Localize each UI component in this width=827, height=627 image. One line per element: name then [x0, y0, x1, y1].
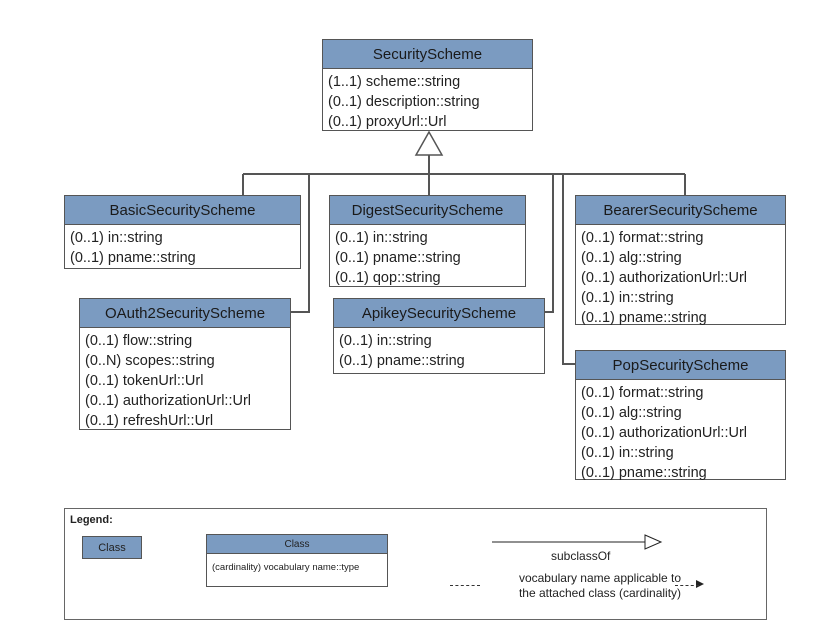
legend-full-class: Class (cardinality) vocabulary name::typ…	[206, 534, 388, 587]
class-name: BasicSecurityScheme	[65, 196, 300, 225]
class-apikey-security-scheme: ApikeySecurityScheme (0..1) in::string (…	[333, 298, 545, 374]
attribute: (1..1) scheme::string	[328, 74, 461, 90]
class-name: ApikeySecurityScheme	[334, 299, 544, 328]
legend-title: Legend:	[70, 514, 113, 526]
attribute: (0..1) pname::string	[335, 250, 461, 266]
attribute: (0..1) authorizationUrl::Url	[581, 425, 747, 441]
attribute: (0..1) flow::string	[85, 333, 193, 349]
class-attributes: (0..1) flow::string (0..N) scopes::strin…	[80, 328, 290, 433]
legend-subclass-arrowhead	[644, 534, 663, 550]
class-bearer-security-scheme: BearerSecurityScheme (0..1) format::stri…	[575, 195, 786, 326]
legend-full-class-attribute: (cardinality) vocabulary name::type	[212, 562, 360, 573]
attribute: (0..1) refreshUrl::Url	[85, 413, 214, 429]
legend-dashed-line-left	[450, 585, 480, 586]
class-name: BearerSecurityScheme	[576, 196, 785, 225]
class-attributes: (0..1) format::string (0..1) alg::string…	[576, 380, 785, 485]
attribute: (0..1) pname::string	[581, 465, 707, 481]
class-oauth2-security-scheme: OAuth2SecurityScheme (0..1) flow::string…	[79, 298, 291, 430]
apikey-connector	[545, 174, 554, 313]
attribute: (0..1) in::string	[335, 230, 428, 246]
pop-connector	[562, 174, 575, 365]
class-attributes: (0..1) in::string (0..1) pname::string	[65, 225, 300, 270]
legend-vocab-text: vocabulary name applicable to the attach…	[485, 571, 715, 601]
attribute: (0..1) in::string	[581, 290, 674, 306]
class-basic-security-scheme: BasicSecurityScheme (0..1) in::string (0…	[64, 195, 301, 269]
attribute: (0..1) in::string	[339, 333, 432, 349]
class-attributes: (0..1) format::string (0..1) alg::string…	[576, 225, 785, 330]
attribute: (0..1) pname::string	[70, 250, 196, 266]
legend-subclass-label: subclassOf	[551, 549, 611, 563]
attribute: (0..1) proxyUrl::Url	[328, 114, 447, 130]
attribute: (0..1) alg::string	[581, 405, 682, 421]
attribute: (0..1) alg::string	[581, 250, 682, 266]
attribute: (0..1) pname::string	[339, 353, 465, 369]
generalization-triangle	[414, 130, 444, 156]
class-name: DigestSecurityScheme	[330, 196, 525, 225]
legend-full-class-name: Class	[207, 535, 387, 554]
attribute: (0..1) qop::string	[335, 270, 441, 286]
class-attributes: (1..1) scheme::string (0..1) description…	[323, 69, 532, 134]
attribute: (0..1) tokenUrl::Url	[85, 373, 204, 389]
class-name: SecurityScheme	[323, 40, 532, 69]
legend-dashed-line-right	[675, 585, 699, 586]
legend-simple-class: Class	[82, 536, 142, 559]
attribute: (0..N) scopes::string	[85, 353, 215, 369]
class-digest-security-scheme: DigestSecurityScheme (0..1) in::string (…	[329, 195, 526, 287]
attribute: (0..1) format::string	[581, 230, 704, 246]
attribute: (0..1) description::string	[328, 94, 480, 110]
legend-vocab-line2: the attached class (cardinality)	[518, 586, 682, 600]
class-security-scheme: SecurityScheme (1..1) scheme::string (0.…	[322, 39, 533, 131]
attribute: (0..1) authorizationUrl::Url	[85, 393, 251, 409]
class-pop-security-scheme: PopSecurityScheme (0..1) format::string …	[575, 350, 786, 481]
legend-dashed-arrowhead	[696, 580, 704, 588]
class-attributes: (0..1) in::string (0..1) pname::string (…	[330, 225, 525, 290]
attribute: (0..1) pname::string	[581, 310, 707, 326]
class-name: PopSecurityScheme	[576, 351, 785, 380]
attribute: (0..1) authorizationUrl::Url	[581, 270, 747, 286]
attribute: (0..1) in::string	[581, 445, 674, 461]
class-attributes: (0..1) in::string (0..1) pname::string	[334, 328, 544, 373]
attribute: (0..1) format::string	[581, 385, 704, 401]
class-name: OAuth2SecurityScheme	[80, 299, 290, 328]
legend: Legend: Class Class (cardinality) vocabu…	[64, 508, 767, 620]
attribute: (0..1) in::string	[70, 230, 163, 246]
oauth2-connector	[291, 174, 310, 313]
legend-vocab-line1: vocabulary name applicable to	[518, 571, 682, 585]
